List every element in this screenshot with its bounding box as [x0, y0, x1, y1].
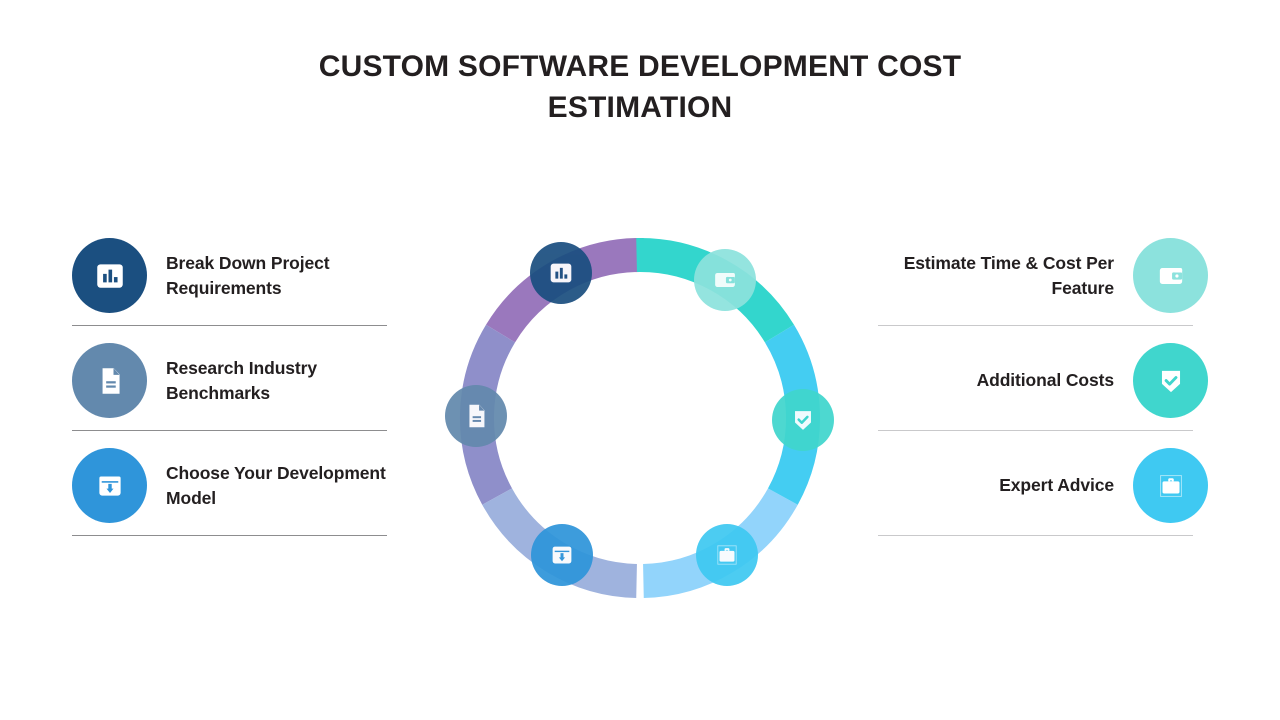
shield-check-icon [788, 405, 818, 435]
ring-badge-3[interactable] [531, 524, 593, 586]
list-item[interactable]: Estimate Time & Cost Per Feature [878, 233, 1208, 338]
ring-badge-5[interactable] [772, 389, 834, 451]
list-item[interactable]: Expert Advice [878, 443, 1208, 548]
ring-badge-2[interactable] [445, 385, 507, 447]
list-item[interactable]: Break Down Project Requirements [72, 233, 402, 338]
list-item[interactable]: Choose Your Development Model [72, 443, 402, 548]
document-icon [461, 401, 491, 431]
download-box-icon [93, 469, 127, 503]
briefcase-icon [712, 540, 742, 570]
briefcase-icon [1154, 469, 1188, 503]
page-title: Custom Software Development Cost Estimat… [318, 50, 962, 125]
download-box-icon [547, 540, 577, 570]
step-badge-3 [72, 448, 147, 523]
step-label-1: Break Down Project Requirements [166, 253, 330, 298]
step-label-6: Expert Advice [999, 475, 1114, 496]
step-badge-1 [72, 238, 147, 313]
row-divider [72, 325, 387, 326]
row-divider [72, 535, 387, 536]
row-divider [72, 430, 387, 431]
ring-badge-4[interactable] [694, 249, 756, 311]
step-label-2: Research Industry Benchmarks [166, 358, 317, 403]
right-step-column: Estimate Time & Cost Per Feature Additio… [878, 233, 1208, 548]
left-step-column: Break Down Project Requirements Research… [72, 233, 402, 548]
ring-badge-6[interactable] [696, 524, 758, 586]
ring-badge-1[interactable] [530, 242, 592, 304]
step-badge-6 [1133, 448, 1208, 523]
list-item[interactable]: Research Industry Benchmarks [72, 338, 402, 443]
document-icon [93, 364, 127, 398]
bar-chart-icon [546, 258, 576, 288]
step-label-4: Estimate Time & Cost Per Feature [903, 253, 1114, 298]
step-badge-4 [1133, 238, 1208, 313]
cycle-diagram [440, 222, 840, 610]
row-divider [878, 535, 1193, 536]
wallet-icon [1154, 259, 1188, 293]
step-label-5: Additional Costs [976, 370, 1115, 391]
row-divider [878, 430, 1193, 431]
shield-check-icon [1154, 364, 1188, 398]
row-divider [878, 325, 1193, 326]
wallet-icon [710, 265, 740, 295]
step-badge-5 [1133, 343, 1208, 418]
bar-chart-icon [93, 259, 127, 293]
step-label-3: Choose Your Development Model [166, 463, 386, 508]
step-badge-2 [72, 343, 147, 418]
list-item[interactable]: Additional Costs [878, 338, 1208, 443]
